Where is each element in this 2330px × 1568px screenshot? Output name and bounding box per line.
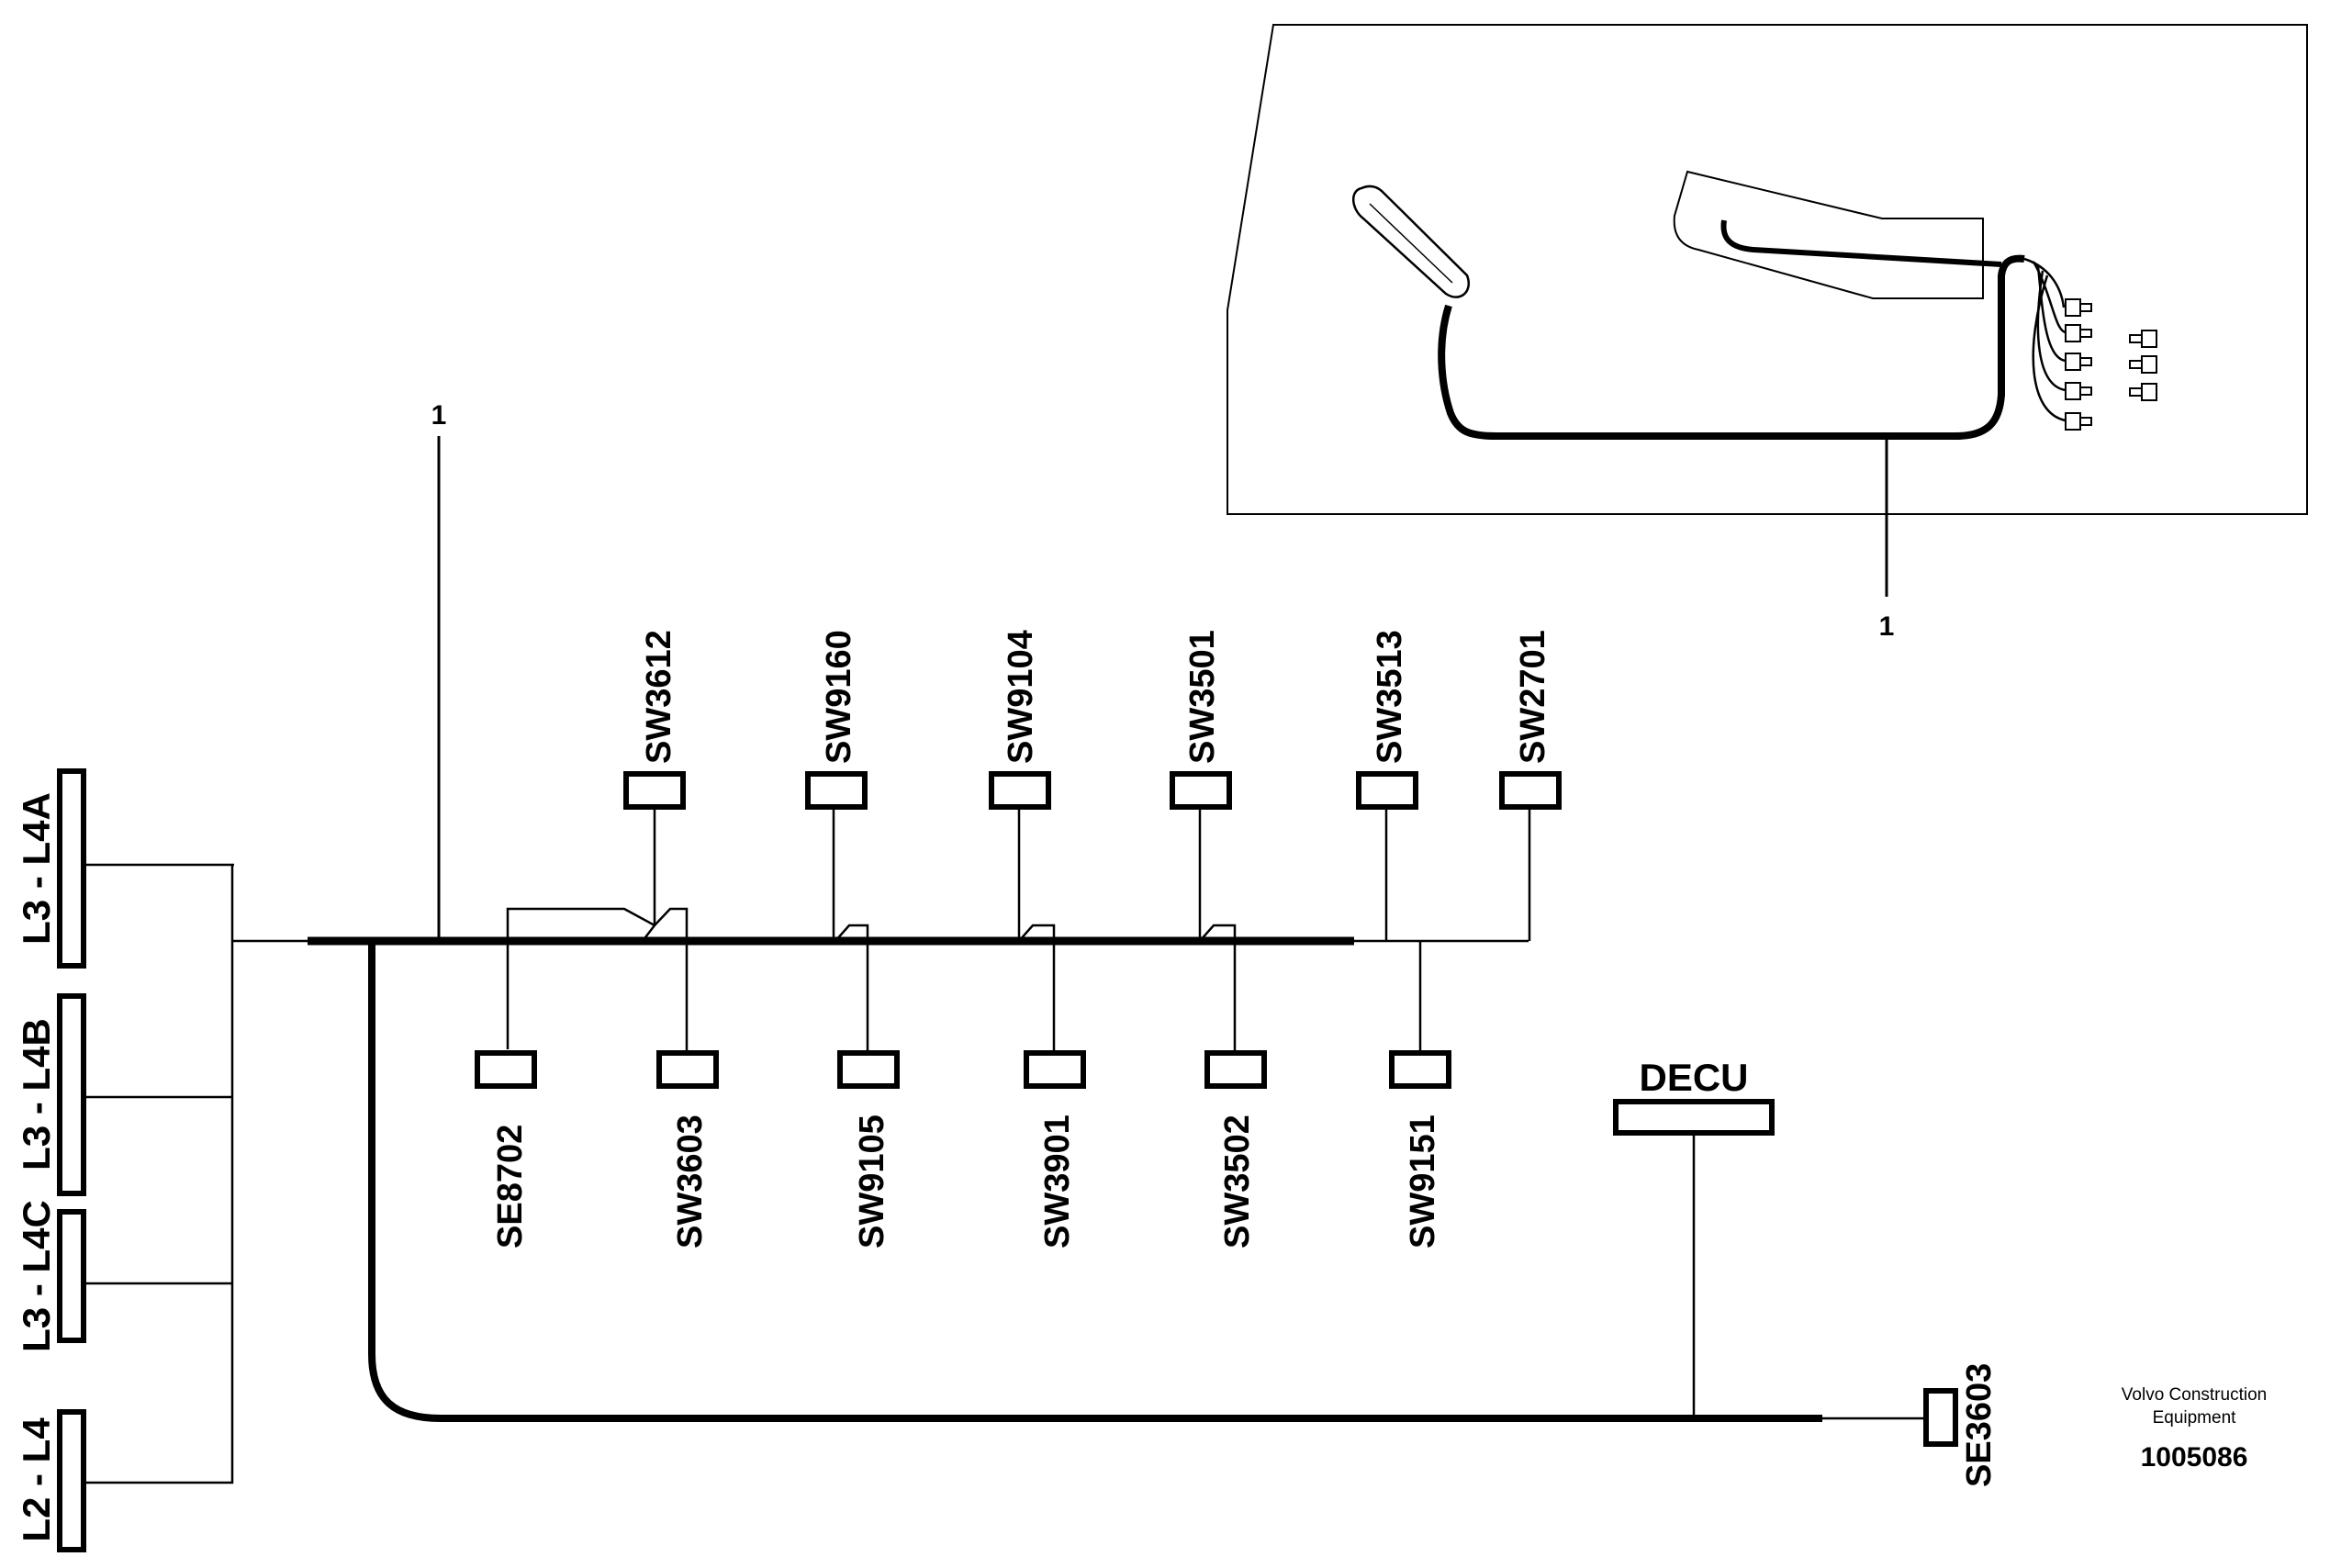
connector-l3-l4c	[57, 1209, 86, 1343]
connector-sw3603	[656, 1050, 719, 1089]
main-callout-number: 1	[431, 400, 447, 431]
label-sw3603: SW3603	[671, 1114, 710, 1249]
connector-l3-l4a	[57, 768, 86, 969]
label-sw3612: SW3612	[640, 630, 678, 764]
company-name-line1: Volvo Construction	[2122, 1385, 2267, 1405]
label-sw9160: SW9160	[820, 630, 858, 764]
decu-unit: DECU	[1613, 1056, 1775, 1418]
label-se3603: SE3603	[1960, 1363, 1999, 1487]
label-sw9105: SW9105	[853, 1114, 891, 1249]
label-sw3901: SW3901	[1038, 1114, 1077, 1249]
footer: Volvo Construction Equipment 1005086	[2122, 1385, 2267, 1473]
connector-l2-l4	[57, 1409, 86, 1552]
label-l3-l4a: L3 - L4A	[15, 792, 58, 945]
label-sw3501: SW3501	[1183, 630, 1222, 764]
label-l3-l4c: L3 - L4C	[15, 1200, 58, 1352]
top-connectors: SW3612 SW9160 SW9104 SW3501 SW3513 SW270…	[623, 630, 1562, 942]
main-harness-lower-branch	[368, 941, 1822, 1422]
label-sw9104: SW9104	[1002, 630, 1040, 764]
connector-sw9105	[837, 1050, 900, 1089]
connector-sw9151	[1389, 1050, 1451, 1089]
label-sw2701: SW2701	[1514, 630, 1552, 764]
label-l3-l4b: L3 - L4B	[15, 1018, 58, 1170]
label-l2-l4: L2 - L4	[15, 1417, 58, 1542]
connector-sw9160	[805, 771, 868, 810]
inset-right-part	[1673, 170, 1984, 299]
drawing-number: 1005086	[2141, 1442, 2248, 1473]
connector-decu	[1613, 1099, 1775, 1136]
connector-sw3513	[1356, 771, 1418, 810]
company-name-line2: Equipment	[2153, 1408, 2237, 1428]
connector-sw9104	[989, 771, 1051, 810]
connector-sw3502	[1204, 1050, 1267, 1089]
end-connector-group: SE3603	[1822, 1363, 1999, 1487]
connector-l3-l4b	[57, 993, 86, 1196]
connector-sw2701	[1499, 771, 1562, 810]
connector-se8702	[475, 1050, 537, 1089]
left-connector-stack: L3 - L4A L3 - L4B L3 - L4C L2 - L4	[15, 768, 308, 1552]
inset-plugs	[2065, 298, 2157, 431]
inset-view: 1	[1227, 24, 2308, 642]
label-sw3502: SW3502	[1218, 1114, 1257, 1249]
connector-sw3612	[623, 771, 686, 810]
label-se8702: SE8702	[491, 1125, 530, 1249]
inset-left-part	[1352, 185, 1470, 298]
inset-callout-number: 1	[1879, 611, 1895, 642]
bottom-connectors: SE8702 SW3603 SW9105 SW3901 SW3502 SW915…	[475, 907, 1451, 1249]
label-decu: DECU	[1639, 1056, 1748, 1099]
connector-sw3501	[1170, 771, 1232, 810]
label-sw9151: SW9151	[1404, 1114, 1442, 1249]
connector-sw3901	[1024, 1050, 1086, 1089]
inset-harness	[1438, 254, 2025, 440]
inset-frame	[1227, 24, 2308, 515]
connector-se3603	[1923, 1388, 1958, 1447]
label-sw3513: SW3513	[1371, 630, 1409, 764]
